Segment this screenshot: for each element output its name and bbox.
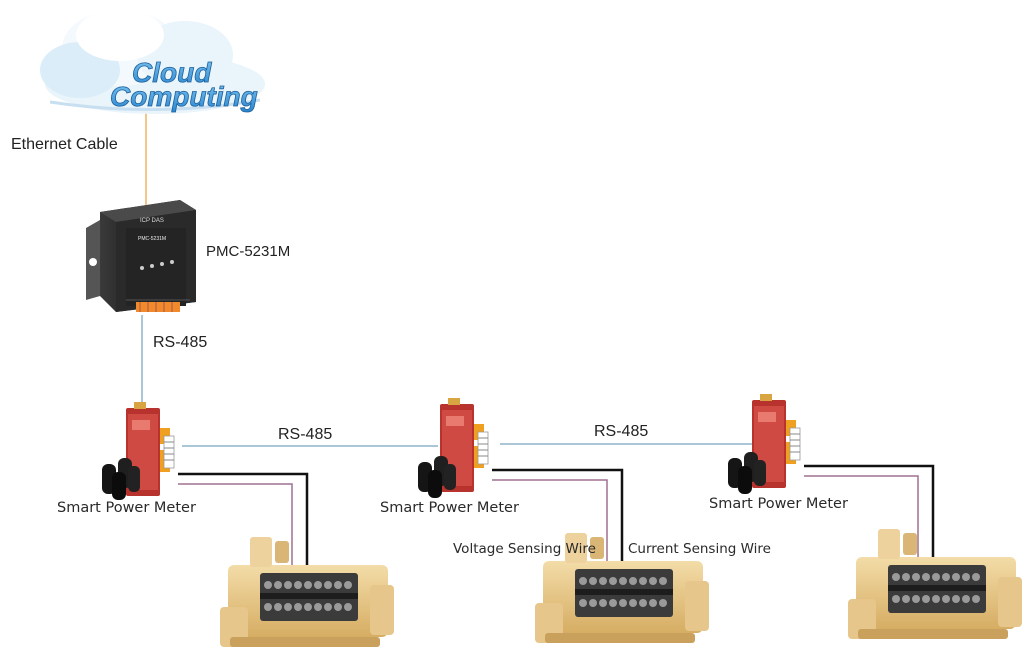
rs485-link2-label: RS-485 <box>594 423 649 440</box>
cloud-text-line2: Computing <box>110 81 258 112</box>
rs485-link1-label: RS-485 <box>278 426 333 443</box>
generator-machine-icon-3 <box>848 529 1022 639</box>
voltage-sensing-wire-label: Voltage Sensing Wire <box>453 541 596 557</box>
voltage-sensing-wire-2 <box>492 479 608 562</box>
gateway-label: PMC-5231M <box>206 243 291 260</box>
meter2-label: Smart Power Meter <box>380 500 519 516</box>
current-sensing-wire-3 <box>804 464 935 558</box>
current-sensing-wire-1 <box>178 472 309 566</box>
meter3-label: Smart Power Meter <box>709 496 848 512</box>
meter1-label: Smart Power Meter <box>57 500 196 516</box>
rs485-vertical-label: RS-485 <box>153 334 208 351</box>
cloud-computing-icon: Cloud Computing <box>40 9 265 114</box>
current-sensing-wire-label: Current Sensing Wire <box>628 541 771 557</box>
pmc-5231m-device-icon: ICP DAS PMC-5231M <box>86 200 196 312</box>
ethernet-cable-label: Ethernet Cable <box>11 136 118 153</box>
voltage-sensing-wire-1 <box>178 483 293 566</box>
voltage-sensing-wire-3 <box>804 475 919 558</box>
gateway-model-text: PMC-5231M <box>138 236 166 242</box>
current-sensing-wire-2 <box>492 468 624 562</box>
gateway-brand: ICP DAS <box>140 218 164 224</box>
cloud-text-line1: Cloud <box>132 57 212 88</box>
